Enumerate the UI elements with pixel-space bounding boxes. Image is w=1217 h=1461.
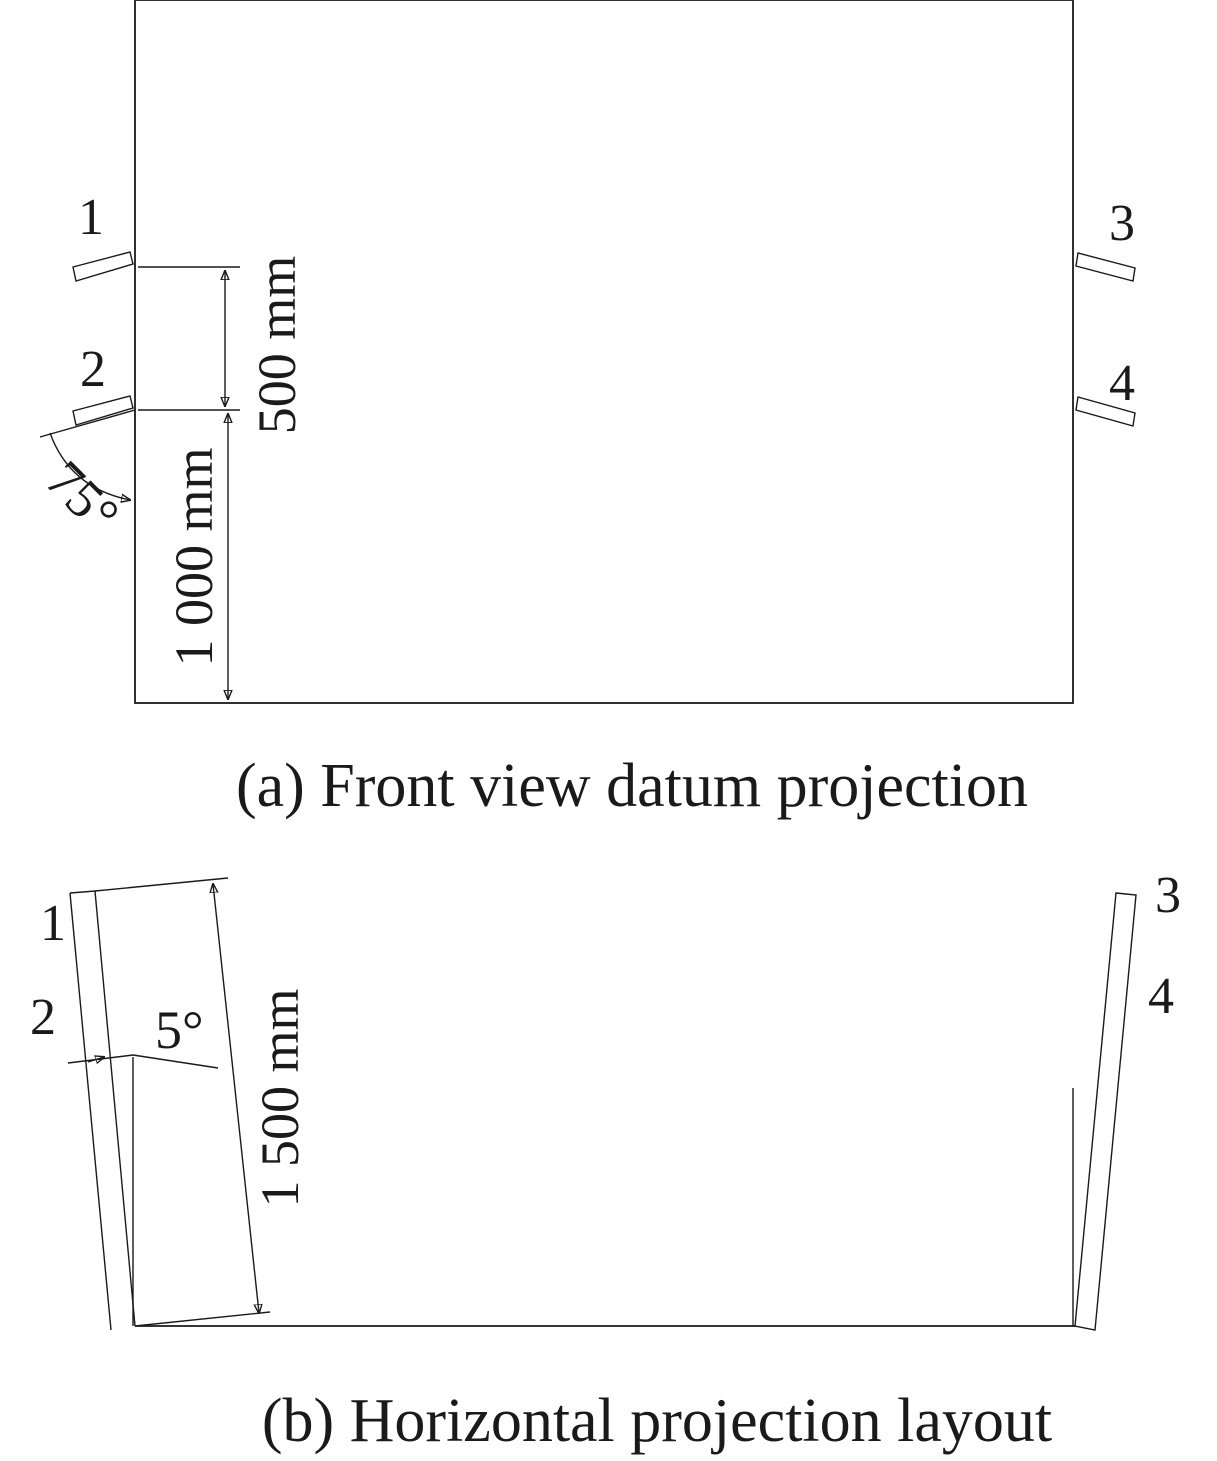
sensor-3-plate [1076,253,1135,281]
caption-horizontal-view: (b) Horizontal projection layout [262,1387,1052,1455]
angle-arc-5 [88,1057,104,1062]
sensor-label-2: 2 [80,341,106,398]
sensor-4-plate [1076,397,1135,426]
dimension-label-500: 500 mm [247,256,307,435]
sensor-label-2-horizontal: 2 [30,989,56,1046]
angle-arc-75 [50,433,130,500]
bottom-extension-line [135,1312,270,1326]
sensor-label-3-horizontal: 3 [1155,867,1181,924]
caption-front-view: (a) Front view datum projection [236,752,1028,820]
top-extension-line [95,878,228,891]
front-view: 1 2 3 4 500 mm 1 000 mm 75° (a) Front vi… [35,0,1135,820]
angle-5-reference-line [68,1055,133,1063]
sensor-1-plate [73,252,133,281]
sensor-label-4-horizontal: 4 [1148,968,1174,1025]
right-sensor-strip [1075,893,1136,1330]
angle-label-75: 75° [35,449,131,545]
sensor-label-4: 4 [1109,355,1135,412]
front-view-frame [134,0,1074,704]
sensor-2-plate [73,396,133,425]
horizontal-view: 1 2 3 4 1 500 mm 5° (b) Horizontal proje… [30,867,1181,1455]
sensor-label-3: 3 [1109,195,1135,252]
sensor-label-1: 1 [78,189,104,246]
dimension-label-1000: 1 000 mm [164,447,224,666]
dimension-label-1500: 1 500 mm [250,988,310,1207]
sensor-label-1-horizontal: 1 [40,895,66,952]
angle-label-5: 5° [155,1000,204,1060]
dimension-line-1500 [213,884,259,1313]
left-sensor-strip-outer [70,893,111,1330]
angle-5-tilt-line [133,1055,218,1068]
angle-reference-line [40,410,135,437]
left-sensor-strip [70,891,135,1326]
